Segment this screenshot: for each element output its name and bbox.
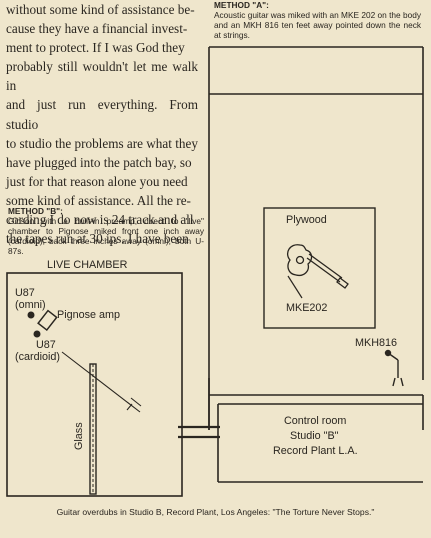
article-line: some kind of assistance. All the re- xyxy=(6,192,191,208)
article-line: the tapes run at 30 ips. I have been xyxy=(6,231,189,247)
plywood-label: Plywood xyxy=(286,214,327,226)
mke202-label: MKE202 xyxy=(286,302,328,314)
article-body: without some kind of assistance be- caus… xyxy=(6,0,198,248)
pignose-amp-icon xyxy=(37,309,58,332)
omni-label: (omni) xyxy=(15,299,46,311)
glass-partition xyxy=(89,363,97,495)
pignose-amp-label: Pignose amp xyxy=(57,309,121,321)
studio-room-wall xyxy=(208,46,424,430)
article-line: and just run everything. From studio xyxy=(6,97,198,132)
u87-cardioid-mic-icon xyxy=(33,330,41,338)
mke202-pointer xyxy=(287,275,303,299)
mkh816-label: MKH816 xyxy=(355,337,398,349)
record-plant-label: Record Plant L.A. xyxy=(273,445,358,457)
method-b-heading: METHOD "B": xyxy=(8,206,63,216)
control-room-wall xyxy=(217,403,423,483)
article-line: have plugged into the patch bay, so xyxy=(6,154,192,170)
control-room-label: Control room xyxy=(284,415,347,427)
u87-omni-label: U87 xyxy=(15,287,35,299)
guitar-icon xyxy=(286,244,349,289)
u87-omni-mic-icon xyxy=(27,311,35,319)
figure-caption: Guitar overdubs in Studio B, Record Plan… xyxy=(56,507,375,517)
studio-room-wall-lower xyxy=(208,378,424,430)
signal-path-line xyxy=(61,351,142,413)
glass-label: Glass xyxy=(73,422,85,450)
live-chamber-wall xyxy=(6,272,183,497)
article-line: without some kind of assistance be- xyxy=(6,2,195,17)
method-b-text: Gibson with a built-in preamp, direct to… xyxy=(8,216,204,256)
cardioid-label: (cardioid) xyxy=(15,351,61,363)
method-a-heading: METHOD "A": xyxy=(214,0,269,10)
article-line: cording I do now is 24 track and all xyxy=(6,212,194,228)
plywood-panel xyxy=(263,207,376,329)
article-line: to studio the problems are what they xyxy=(6,135,198,151)
method-a-text: Acoustic guitar was miked with an MKE 20… xyxy=(214,10,421,40)
window-link xyxy=(178,425,220,439)
method-a-caption: METHOD "A": Acoustic guitar was miked wi… xyxy=(214,0,421,40)
article-line: cause they have a financial invest- xyxy=(6,21,188,37)
u87-cardioid-label: U87 xyxy=(36,339,56,351)
studio-b-label: Studio "B" xyxy=(290,430,339,442)
article-line: just for that reason alone you need xyxy=(6,173,188,189)
article-line: probably still wouldn't let me walk in xyxy=(6,59,198,94)
mkh816-mic-icon xyxy=(384,349,404,387)
article-line: ment to protect. If I was God they xyxy=(6,40,185,56)
live-chamber-label: LIVE CHAMBER xyxy=(47,259,128,271)
method-b-caption: METHOD "B": Gibson with a built-in pream… xyxy=(8,206,204,256)
